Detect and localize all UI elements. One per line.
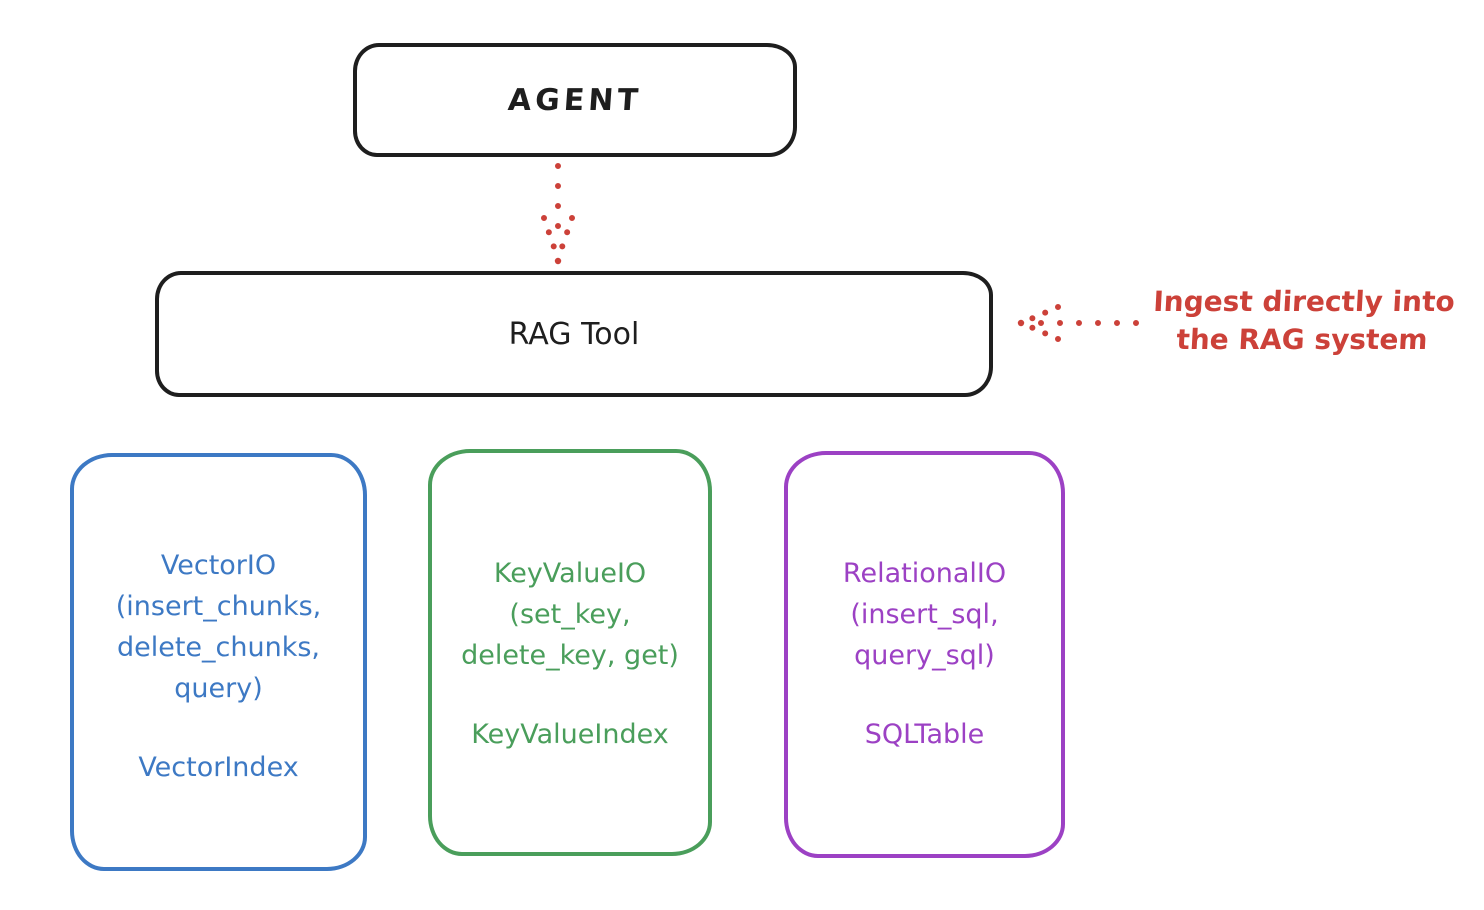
ingest-annotation: Ingest directly into the RAG system	[1126, 283, 1480, 359]
backend-line: (insert_chunks,	[115, 591, 322, 622]
rag-tool-box: RAG Tool	[155, 271, 993, 397]
backend-box-relational-io: RelationalIO (insert_sql, query_sql) SQL…	[784, 451, 1065, 858]
backend-line: delete_chunks,	[116, 632, 321, 663]
rag-tool-label: RAG Tool	[508, 316, 640, 352]
backend-line: VectorIO	[160, 550, 277, 581]
agent-label: AGENT	[506, 82, 644, 118]
backend-box-keyvalue-io: KeyValueIO (set_key, delete_key, get) Ke…	[428, 449, 712, 856]
backend-index-label: SQLTable	[864, 719, 985, 750]
backend-box-vector-io: VectorIO (insert_chunks, delete_chunks, …	[70, 453, 367, 871]
backend-index-label: VectorIndex	[138, 752, 299, 783]
ingest-annotation-line2: the RAG system	[1175, 323, 1429, 356]
arrow-left-icon	[1017, 304, 1139, 342]
arrow-down-icon	[541, 163, 575, 265]
ingest-annotation-line1: Ingest directly into	[1152, 285, 1456, 318]
backend-index-label: KeyValueIndex	[471, 719, 669, 750]
backend-line: query)	[174, 673, 263, 704]
backend-line: query_sql)	[854, 640, 995, 671]
backend-line: delete_key, get)	[461, 640, 679, 671]
backend-line: RelationalIO	[842, 558, 1007, 589]
backend-line: (set_key,	[509, 599, 631, 630]
agent-box: AGENT	[353, 43, 797, 157]
backend-line: (insert_sql,	[850, 599, 999, 630]
backend-line: KeyValueIO	[493, 558, 647, 589]
